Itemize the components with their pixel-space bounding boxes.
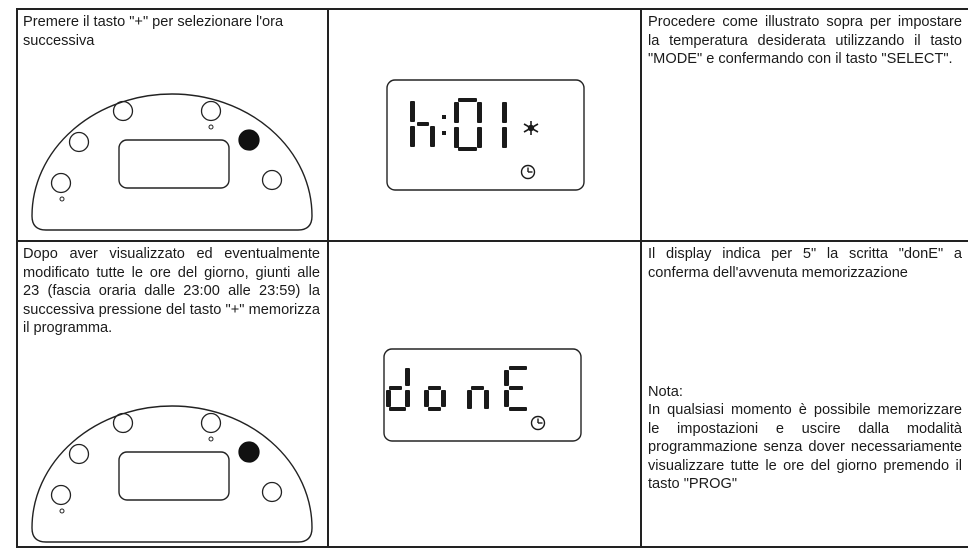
table-border-bottom [16, 546, 968, 548]
lcd-display-h01 [386, 79, 585, 191]
table-border-top [16, 8, 968, 10]
table-row-divider [16, 240, 968, 242]
table-col-divider-1 [327, 8, 329, 548]
row2-result-text: Il display indica per 5" la scritta "don… [648, 246, 962, 281]
note-label: Nota: [648, 384, 683, 400]
row1-instruction-text: Premere il tasto "+" per selezionare l'o… [23, 14, 284, 49]
remote-control-illustration [31, 405, 313, 543]
lcd-char-1 [502, 102, 507, 148]
clock-icon [530, 415, 546, 431]
lcd-colon [442, 115, 446, 135]
lcd-char-d [386, 368, 410, 411]
lcd-char-o [424, 386, 446, 411]
lcd-char-0 [454, 98, 482, 151]
row1-result-text: Procedere come illustrato sopra per impo… [648, 14, 962, 67]
remote-control-illustration [31, 93, 313, 231]
clock-icon [520, 164, 536, 180]
note-text: In qualsiasi momento è possibile memoriz… [648, 402, 962, 492]
row2-instruction-text: Dopo aver visualizzato ed eventualmente … [23, 246, 320, 336]
table-border-left [16, 8, 18, 548]
table-col-divider-2 [640, 8, 642, 548]
lcd-char-n [467, 386, 489, 409]
lcd-display-done [383, 348, 582, 442]
lcd-char-e [504, 366, 527, 411]
snowflake-icon [523, 121, 539, 135]
lcd-char-h [410, 101, 435, 147]
